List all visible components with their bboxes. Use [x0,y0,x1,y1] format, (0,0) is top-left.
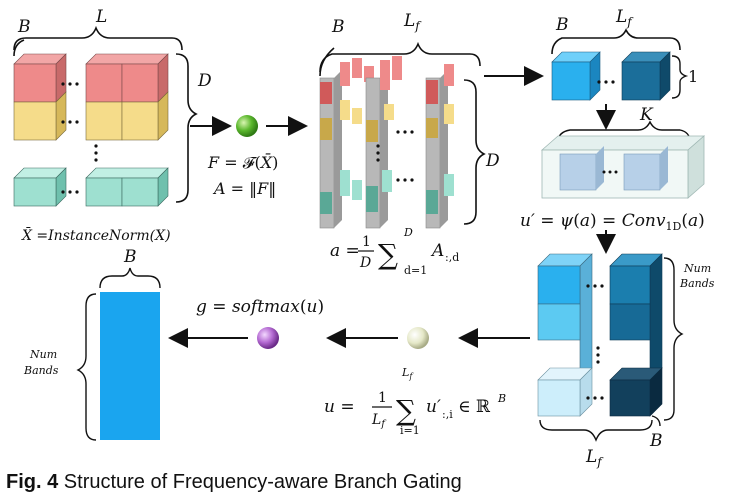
label-num-output: Num [29,348,57,361]
brace-D-stacked [463,79,486,225]
label-B-bands: B [649,431,663,451]
caption-text: Structure of Frequency-aware Branch Gati… [58,471,462,493]
label-1-pooled: 1 [688,67,698,86]
brace-D-input [175,53,198,203]
label-B-pooled: B [555,15,569,35]
formula-u-frac-num: 1 [378,390,387,406]
formula-u: u = 1 Lf ∑ Lf i=1 u′ :,i ∈ ℝ B [324,366,506,437]
formula-softmax: g = softmax(u) [196,297,324,317]
stacked-column-2 [365,56,402,229]
brace-Lf-pooled [551,28,681,55]
label-bands-output: Bands [23,364,59,377]
pooled-block: B Lf 1 [551,7,698,101]
softmax-node-ball [257,327,279,349]
formula-a-sub: :,d [445,251,459,264]
ellipsis-dots-bands [586,284,604,400]
label-D-stacked: D [485,151,500,171]
instance-norm-formula: X̄ =InstanceNorm(X) [21,226,171,244]
formula-a-frac-num: 1 [362,234,371,250]
formula-u-sum-bottom: i=1 [400,424,420,437]
formula-a-sum-bottom: d=1 [404,264,427,277]
label-Lf-stacked: Lf [403,11,422,33]
stacked-block: B Lf [319,11,500,229]
formula-conv: u′ = ψ(a) = Conv1D(a) [520,211,705,233]
brace-B-output [99,267,161,289]
sum-symbol-a: ∑ [378,238,398,271]
bands-block: Num Bands Lf B [537,253,715,469]
formula-a: a = 1 D ∑ D d=1 A :,d [330,226,459,277]
formula-a-lhs: a = [330,241,360,261]
caption-label: Fig. 4 [6,471,59,493]
brace-1-pooled [671,55,689,99]
ellipsis-dots-input [61,82,98,194]
input-block: B L [13,7,212,244]
formula-u-term-sub: :,i [442,408,453,421]
stacked-column-3 [425,64,454,229]
label-Lf-pooled: Lf [615,7,634,29]
formula-F: F = 𝓕(X̄) [207,151,278,172]
ellipsis-dots-stacked [376,130,414,182]
cube-row-teal [13,167,169,207]
pooled-cube-dark [621,61,661,101]
formula-u-term: u′ [426,397,441,417]
label-K: K [639,105,654,125]
mean-node-ball [407,327,429,349]
formula-u-frac-den: Lf [371,412,387,430]
label-D-input: D [197,71,212,91]
formula-a-term: A [430,241,444,261]
label-B-input: B [17,17,31,37]
brace-Lf-bands [539,419,653,442]
formula-u-sum-top: Lf [401,366,414,381]
brace-L [13,25,183,51]
brace-K [557,120,691,143]
brace-num-bands-output [76,293,97,441]
formula-a-frac-den: D [359,255,371,271]
label-B-stacked: B [331,17,345,37]
output-block: B Num Bands [23,247,161,441]
label-num-bands-1: Num [683,262,711,275]
label-Lf-bands: Lf [585,447,604,469]
pooled-cube-light [551,61,591,101]
label-B-output: B [123,247,137,267]
brace-B-stacked [319,47,335,77]
brace-num-bands [663,257,684,421]
sum-symbol-u: ∑ [396,394,416,427]
conv-block: K u′ = ψ(a) = Conv1D(a) [520,105,706,233]
brace-B [13,39,25,57]
figure-caption: Fig. 4 Structure of Frequency-aware Bran… [6,471,462,493]
fft-node-ball [236,115,258,137]
formula-u-tail-sup: B [497,392,506,405]
formula-a-sum-top: D [403,226,413,239]
formula-A: A = ‖F‖ [212,179,276,198]
cube-row-yellow [13,91,169,141]
brace-B-bands [651,415,661,427]
label-num-bands-2: Bands [679,277,715,290]
stacked-column-1 [319,58,374,229]
output-gate-bar [100,292,160,440]
cube-row-red [13,53,169,103]
formula-u-tail: ∈ ℝ [458,397,491,417]
formula-u-lhs: u = [324,397,355,417]
label-L-input: L [95,7,107,27]
